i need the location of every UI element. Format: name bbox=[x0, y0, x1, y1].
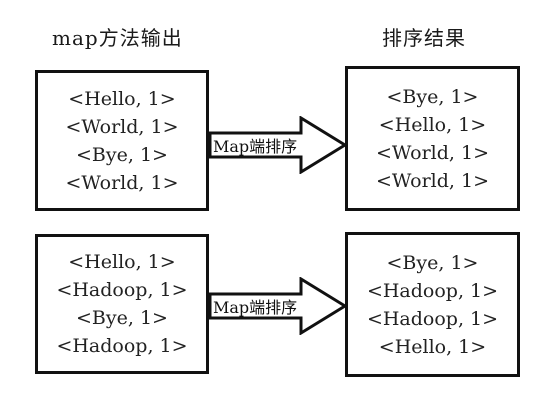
kv-pair: <Hadoop, 1> bbox=[56, 335, 188, 357]
kv-pair: <Bye, 1> bbox=[76, 307, 168, 329]
kv-pair: <Hello, 1> bbox=[378, 113, 487, 136]
kv-pair: <Bye, 1> bbox=[76, 143, 168, 166]
sort-arrow-1: Map端排序 bbox=[208, 115, 348, 175]
kv-pair: <Hadoop, 1> bbox=[56, 279, 188, 301]
arrow-label: Map端排序 bbox=[213, 137, 298, 156]
sort-result-box-1: <Bye, 1> <Hello, 1> <World, 1> <World, 1… bbox=[345, 66, 520, 211]
kv-pair: <Bye, 1> bbox=[386, 85, 479, 108]
map-output-box-2: <Hello, 1> <Hadoop, 1> <Bye, 1> <Hadoop,… bbox=[35, 234, 209, 374]
kv-pair: <Hadoop, 1> bbox=[366, 279, 499, 302]
kv-pair: <World, 1> bbox=[375, 141, 489, 164]
kv-pair: <World, 1> bbox=[65, 171, 179, 194]
kv-pair: <Hello, 1> bbox=[68, 87, 176, 110]
sort-result-heading: 排序结果 bbox=[382, 26, 466, 50]
kv-pair: <World, 1> bbox=[375, 169, 489, 192]
right-arrow-icon bbox=[208, 115, 348, 175]
kv-pair: <Hadoop, 1> bbox=[366, 307, 499, 330]
map-output-box-1: <Hello, 1> <World, 1> <Bye, 1> <World, 1… bbox=[35, 70, 209, 211]
sort-arrow-2: Map端排序 bbox=[208, 276, 348, 336]
arrow-label: Map端排序 bbox=[213, 298, 298, 317]
kv-pair: <Bye, 1> bbox=[386, 251, 479, 274]
kv-pair: <World, 1> bbox=[65, 115, 179, 138]
map-output-heading: map方法输出 bbox=[52, 26, 183, 50]
kv-pair: <Hello, 1> bbox=[68, 251, 176, 273]
kv-pair: <Hello, 1> bbox=[378, 335, 487, 358]
sort-result-box-2: <Bye, 1> <Hadoop, 1> <Hadoop, 1> <Hello,… bbox=[345, 232, 520, 377]
right-arrow-icon bbox=[208, 276, 348, 336]
